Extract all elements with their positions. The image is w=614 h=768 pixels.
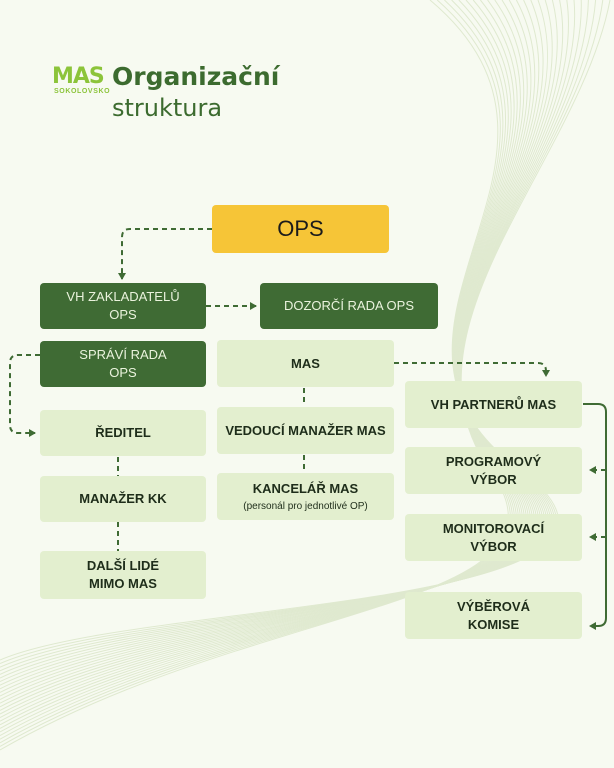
node-vh-partneru: VH PARTNERŮ MAS (405, 381, 582, 428)
node-spravi-rada-line1: SPRÁVÍ RADA (79, 347, 167, 362)
node-vh-zakladatelu-line2: OPS (109, 307, 137, 322)
logo-subtext: SOKOLOVSKO (54, 88, 111, 95)
node-programovy-line1: PROGRAMOVÝ (445, 453, 542, 469)
node-vh-zakladatelu: VH ZAKLADATELŮ OPS (40, 283, 206, 329)
node-programovy-vybor: PROGRAMOVÝ VÝBOR (405, 447, 582, 494)
node-vedouci-manazer-label: VEDOUCÍ MANAŽER MAS (225, 422, 386, 438)
node-vh-partneru-label: VH PARTNERŮ MAS (430, 396, 557, 412)
node-reditel: ŘEDITEL (40, 410, 206, 456)
node-reditel-label: ŘEDITEL (95, 425, 151, 440)
node-kancelar-mas-sublabel: (personál pro jednotlivé OP) (243, 501, 368, 512)
node-dozorci-rada: DOZORČÍ RADA OPS (260, 283, 438, 329)
node-ops: OPS (212, 205, 389, 253)
node-kancelar-mas-label: KANCELÁŘ MAS (252, 481, 359, 496)
page-title: Organizační (112, 62, 280, 91)
node-monitorovaci-line2: VÝBOR (470, 538, 517, 554)
logo-mark: MAS (52, 64, 105, 89)
node-dalsi-lide-line2: MIMO MAS (89, 576, 157, 591)
node-vh-zakladatelu-line1: VH ZAKLADATELŮ (66, 289, 180, 304)
node-dalsi-lide: DALŠÍ LIDÉ MIMO MAS (40, 551, 206, 599)
page-subtitle: struktura (112, 94, 223, 122)
node-spravi-rada-line2: OPS (109, 365, 137, 380)
node-mas-label: MAS (291, 355, 320, 371)
node-vyberova-komise: VÝBĚROVÁ KOMISE (405, 592, 582, 639)
node-vyberova-line2: KOMISE (467, 616, 520, 632)
node-vedouci-manazer: VEDOUCÍ MANAŽER MAS (217, 407, 394, 454)
node-spravi-rada: SPRÁVÍ RADA OPS (40, 341, 206, 387)
node-programovy-line2: VÝBOR (470, 471, 517, 487)
node-dozorci-rada-label: DOZORČÍ RADA OPS (283, 298, 415, 313)
node-manazer-kk-label: MANAŽER KK (79, 491, 167, 506)
node-monitorovaci-vybor: MONITOROVACÍ VÝBOR (405, 514, 582, 561)
node-mas: MAS (217, 340, 394, 387)
node-kancelar-mas: KANCELÁŘ MAS (personál pro jednotlivé OP… (217, 473, 394, 520)
node-dalsi-lide-line1: DALŠÍ LIDÉ (86, 558, 160, 573)
node-manazer-kk: MANAŽER KK (40, 476, 206, 522)
node-vyberova-line1: VÝBĚROVÁ (457, 598, 530, 614)
node-monitorovaci-line1: MONITOROVACÍ (442, 520, 545, 536)
mas-sokolovsko-logo: MAS SOKOLOVSKO (52, 64, 112, 98)
node-ops-label: OPS (277, 216, 324, 241)
